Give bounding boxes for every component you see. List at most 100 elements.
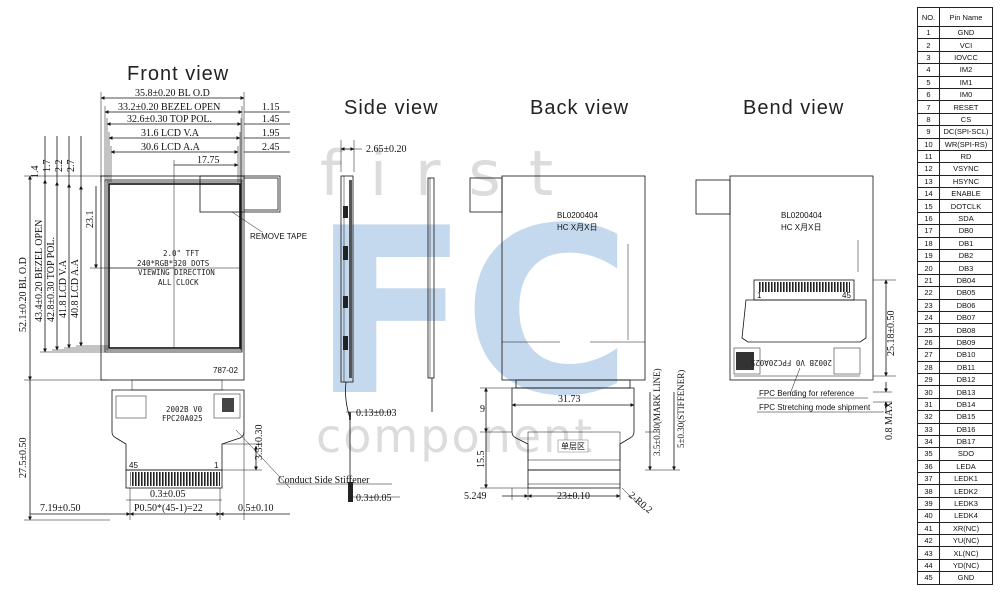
bend-max: 0.8 MAX <box>884 401 895 440</box>
pin-name: DB12 <box>939 372 993 387</box>
pin-name: RD <box>939 149 993 164</box>
pin-number: 1 <box>917 25 940 40</box>
pin-number: 16 <box>917 211 940 226</box>
pin-number: 33 <box>917 422 940 436</box>
pin-number: 35 <box>917 447 940 461</box>
pin-number: 8 <box>917 112 940 127</box>
pin-name: GND <box>939 571 993 585</box>
dim-fpc-height: 27.5±0.50 <box>18 438 29 479</box>
pin-name: IM1 <box>939 75 993 89</box>
dim-v-top-pol: 42.8±0.30 TOP POL. <box>46 237 57 322</box>
pin-first-label: 45 <box>129 461 138 470</box>
pin-name: DB3 <box>939 261 993 275</box>
pin-number: 30 <box>917 385 940 399</box>
pin-number: 45 <box>917 571 940 585</box>
dim-right-4: 2.45 <box>262 142 280 153</box>
bend-pin-left: 1 <box>757 291 762 300</box>
watermark-fc: FC <box>312 180 626 447</box>
pin-number: 32 <box>917 410 940 424</box>
pin-name: DB13 <box>939 385 993 399</box>
back-dim-5249: 5.249 <box>464 491 487 502</box>
back-mark-line: 3.5±0.30(MARK LINE) <box>652 368 662 456</box>
pin-name: LEDK3 <box>939 496 993 511</box>
dim-top-pol: 32.6±0.30 TOP POL. <box>127 114 212 125</box>
pin-name: YD(NC) <box>939 558 993 573</box>
lcd-text-3: VIEWING DIRECTION <box>138 268 215 277</box>
pin-name: DB04 <box>939 273 993 288</box>
pin-name: CS <box>939 112 993 127</box>
pin-number: 20 <box>917 261 940 275</box>
right-edge-dim: 0.5±0.10 <box>238 503 274 514</box>
back-width-1: 31.73 <box>558 394 581 405</box>
pin-name: SDA <box>939 211 993 226</box>
pin-name: IM2 <box>939 63 993 77</box>
pin-name: IM0 <box>939 87 993 102</box>
pin-number: 25 <box>917 323 940 337</box>
side-stiffener-thickness: 0.3±0.05 <box>356 493 392 504</box>
pin-number: 37 <box>917 472 940 486</box>
lcd-text-1: 2.0" TFT <box>163 249 200 258</box>
side-fpc-thickness: 0.13±0.03 <box>356 408 397 419</box>
pin-name: DB08 <box>939 323 993 337</box>
fpc-text-2: FPC20A025 <box>162 414 203 423</box>
pin-name: DB2 <box>939 249 993 263</box>
dim-lcd-aa: 30.6 LCD A.A <box>141 142 201 153</box>
bend-note-1: FPC Bending for reference <box>759 389 855 398</box>
back-dim-9: 9 <box>480 404 485 415</box>
pin-name: DB1 <box>939 236 993 251</box>
dim-v-lcd-aa: 40.8 LCD A.A <box>70 258 81 318</box>
dim-right-1: 1.15 <box>262 102 280 113</box>
pin-number: 34 <box>917 434 940 449</box>
dim-lcd-va: 31.6 LCD V.A <box>141 128 200 139</box>
pin-number: 41 <box>917 521 940 536</box>
pin-number: 38 <box>917 484 940 498</box>
pin-number: 19 <box>917 249 940 263</box>
pin-name: VSYNC <box>939 162 993 176</box>
pin-number: 10 <box>917 137 940 151</box>
pin-number: 9 <box>917 125 940 139</box>
stiffener-height: 3.5±0.30 <box>254 425 265 461</box>
pin-number: 43 <box>917 546 940 560</box>
pin-name: LEDK1 <box>939 472 993 486</box>
pin-name: DB16 <box>939 422 993 436</box>
pin-number: 4 <box>917 63 940 77</box>
dim-bl-od: 35.8±0.20 BL O.D <box>135 88 210 99</box>
pin-table-header: NO. Pin Name <box>917 7 993 27</box>
lcd-text-4: ALL CLOCK <box>158 278 199 287</box>
pin-number: 27 <box>917 348 940 362</box>
bend-pin-right: 45 <box>842 291 851 300</box>
watermark-component: component <box>316 409 594 463</box>
pin-name: DC(SPI-SCL) <box>939 125 993 139</box>
pin-name: DB14 <box>939 397 993 412</box>
dim-center-v: 23.1 <box>85 211 96 229</box>
pin-number: 15 <box>917 199 940 213</box>
bend-label-2: HC X月X日 <box>781 223 821 232</box>
dim-v-lcd-va: 41.8 LCD V.A <box>58 259 69 318</box>
dim-bezel-open: 33.2±0.20 BEZEL OPEN <box>118 102 220 113</box>
